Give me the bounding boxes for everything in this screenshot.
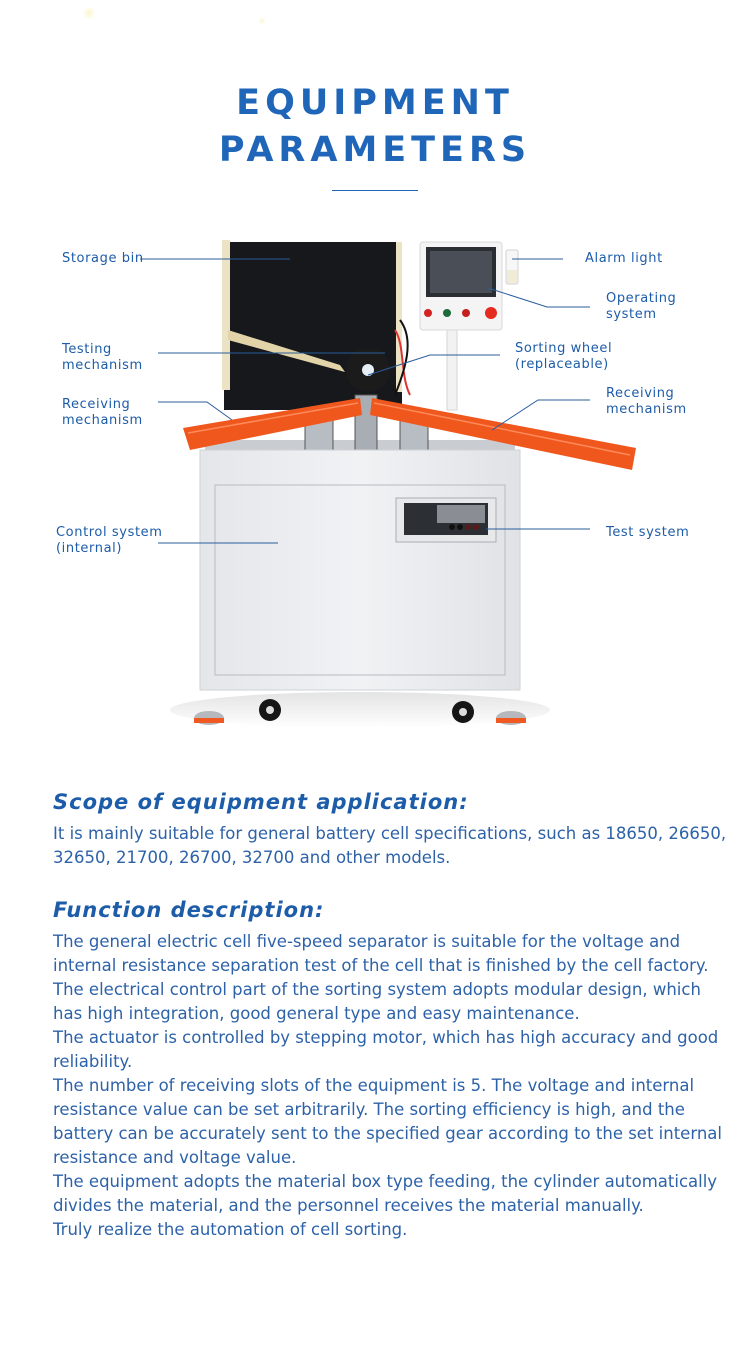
leader-sorting-wheel xyxy=(367,354,500,376)
label-receiving-mechanism-right: Receiving mechanism xyxy=(606,386,687,417)
sorting-wheel xyxy=(346,319,411,396)
floor-shadow xyxy=(170,692,550,728)
label-sorting-wheel: Sorting wheel (replaceable) xyxy=(515,341,613,372)
page-title-line1: EQUIPMENT xyxy=(236,83,514,123)
function-paragraph: The equipment adopts the material box ty… xyxy=(53,1172,718,1215)
function-paragraph: The actuator is controlled by stepping m… xyxy=(53,1028,719,1071)
leader-receiving-right xyxy=(491,399,590,431)
label-operating-system: Operating system xyxy=(606,291,677,322)
label-control-system: Control system (internal) xyxy=(56,525,163,556)
function-paragraph: The general electric cell five-speed sep… xyxy=(53,932,709,975)
scope-paragraph: It is mainly suitable for general batter… xyxy=(53,824,727,867)
label-receiving-mechanism-left: Receiving mechanism xyxy=(62,397,143,428)
function-paragraph: The electrical control part of the sorti… xyxy=(53,980,701,1023)
machine-illustration xyxy=(140,240,636,728)
casters xyxy=(194,699,526,725)
page-title-line2: PARAMETERS xyxy=(218,130,532,170)
leader-lines xyxy=(140,258,590,544)
scope-text: It is mainly suitable for general batter… xyxy=(53,822,733,870)
label-testing-mechanism: Testing mechanism xyxy=(62,342,143,373)
function-heading: Function description: xyxy=(53,898,325,922)
function-text: The general electric cell five-speed sep… xyxy=(53,930,733,1242)
function-paragraph: Truly realize the automation of cell sor… xyxy=(53,1220,408,1239)
cabinet xyxy=(199,449,521,691)
operating-panel xyxy=(419,241,519,411)
receiving-trays xyxy=(183,398,636,470)
sparkle-decoration xyxy=(258,17,266,25)
title-underline xyxy=(332,190,418,191)
sparkle-decoration xyxy=(82,6,96,20)
leader-operating-system xyxy=(487,287,590,308)
leader-receiving-left xyxy=(158,401,233,421)
label-alarm-light: Alarm light xyxy=(585,251,663,266)
label-storage-bin: Storage bin xyxy=(62,251,144,266)
function-paragraph: The number of receiving slots of the equ… xyxy=(53,1076,722,1167)
label-test-system: Test system xyxy=(606,525,690,540)
scope-heading: Scope of equipment application: xyxy=(53,790,469,814)
